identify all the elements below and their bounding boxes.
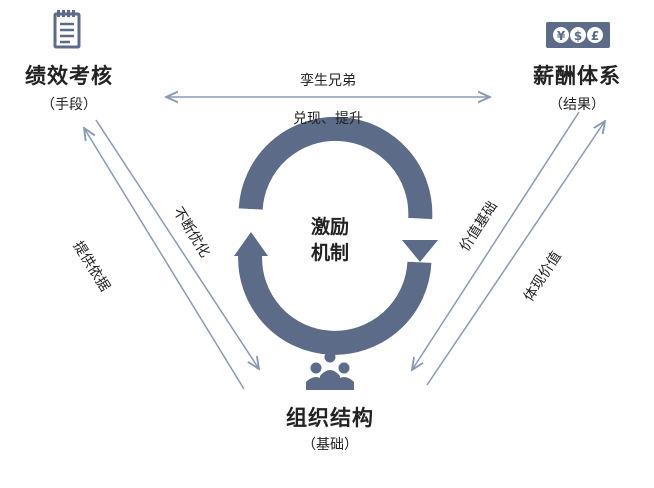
center-line-1: 激励 <box>310 216 349 238</box>
cycle-ring-icon <box>234 116 438 355</box>
left-inner-arrow <box>95 119 259 369</box>
compensation-subtitle: （结果） <box>549 97 605 113</box>
left-outer-arrow <box>84 128 245 390</box>
performance-title: 绩效考核 <box>25 63 113 88</box>
performance-subtitle: （手段） <box>41 97 97 113</box>
edge-label-top-lower: 兑现、提升 <box>293 111 363 127</box>
center-line-2: 机制 <box>310 242 349 264</box>
right-inner-arrow <box>412 111 580 370</box>
currency-yen: ¥ <box>557 29 566 43</box>
center-label: 激励 机制 <box>295 214 365 266</box>
right-outer-arrow <box>426 121 605 386</box>
currency-icon: ¥ $ £ <box>546 22 610 48</box>
compensation-title: 薪酬体系 <box>533 63 621 88</box>
organization-subtitle: （基础） <box>302 437 358 453</box>
organization-title: 组织结构 <box>286 405 374 430</box>
edge-label-top-upper: 孪生兄弟 <box>300 73 356 89</box>
currency-pound: £ <box>591 29 599 43</box>
document-icon <box>53 10 81 49</box>
currency-dollar: $ <box>574 29 582 43</box>
people-icon <box>306 351 354 390</box>
